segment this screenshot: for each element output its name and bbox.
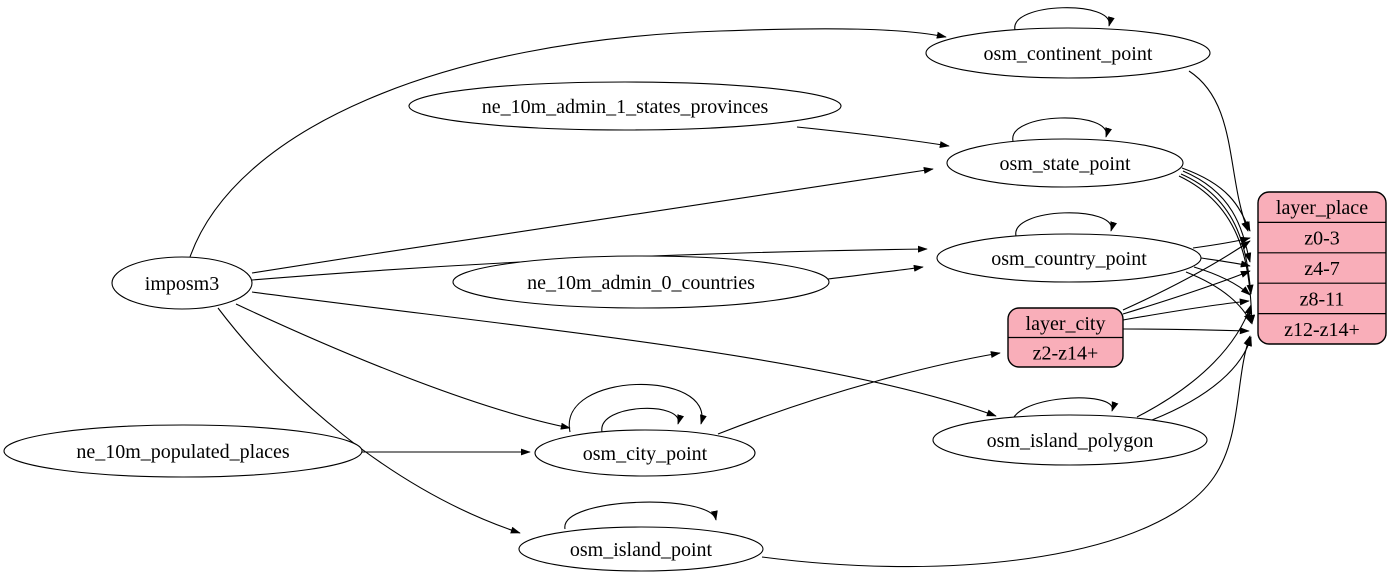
- edge-osm_island_polygon-to-layer_place-z8-11: [1136, 304, 1252, 418]
- node-label-ne_10m_populated_places: ne_10m_populated_places: [76, 441, 289, 463]
- edge-layer_city-to-layer_place-z0-3: [1122, 240, 1251, 311]
- edge-osm_country_point-to-layer_place-z8-11: [1193, 266, 1251, 296]
- node-shape-osm_city_point: [534, 429, 756, 477]
- node-ne_10m_admin_0_countries: ne_10m_admin_0_countries: [452, 255, 830, 309]
- edge-osm_city_point-to-layer_city-z2-z14+: [717, 351, 1001, 435]
- edge-osm_state_point-to-layer_place-z4-7: [1182, 170, 1252, 263]
- record-box-layer_place: [1257, 191, 1387, 345]
- node-shape-osm_island_point: [518, 526, 764, 572]
- node-label-osm_island_point: osm_island_point: [570, 539, 713, 561]
- node-shape-imposm3: [111, 256, 253, 310]
- self-loop-osm_city_point-e13: [601, 407, 684, 433]
- record-row-layer_place-z12-z14+: z12-z14+: [1284, 319, 1360, 341]
- node-label-osm_island_polygon: osm_island_polygon: [987, 430, 1154, 452]
- node-label-osm_city_point: osm_city_point: [583, 443, 708, 465]
- node-ne_10m_populated_places: ne_10m_populated_places: [3, 424, 363, 478]
- edge-imposm3-to-osm_city_point: [235, 303, 571, 430]
- node-shape-ne_10m_populated_places: [3, 424, 363, 478]
- edge-osm_island_point-to-layer_place-z12-z14+: [761, 335, 1251, 568]
- edge-osm_state_point-to-layer_place-z8-11: [1180, 173, 1254, 295]
- edge-imposm3-to-osm_continent_point: [189, 28, 947, 258]
- node-ne_10m_admin_1_states_provinces: ne_10m_admin_1_states_provinces: [408, 81, 842, 131]
- node-osm_country_point: osm_country_point: [936, 233, 1202, 283]
- self-loop-osm_city_point-e14: [568, 383, 707, 433]
- node-osm_island_polygon: osm_island_polygon: [932, 414, 1208, 466]
- self-loop-osm_country_point-e12: [1015, 212, 1118, 237]
- node-shape-osm_island_polygon: [932, 414, 1208, 466]
- node-shape-ne_10m_admin_1_states_provinces: [408, 81, 842, 131]
- record-title-layer_place: layer_place: [1276, 197, 1368, 219]
- edge-osm_continent_point-to-layer_place-z0-3: [1188, 70, 1249, 232]
- node-label-ne_10m_admin_1_states_provinces: ne_10m_admin_1_states_provinces: [482, 96, 769, 118]
- node-label-ne_10m_admin_0_countries: ne_10m_admin_0_countries: [527, 272, 755, 294]
- node-label-osm_country_point: osm_country_point: [991, 248, 1147, 270]
- self-loop-osm_continent_point-e10: [1014, 7, 1115, 31]
- node-shape-osm_continent_point: [925, 27, 1211, 79]
- node-shape-osm_country_point: [936, 233, 1202, 283]
- record-title-layer_city: layer_city: [1026, 313, 1106, 335]
- edge-osm_country_point-to-layer_place-z0-3: [1192, 236, 1251, 249]
- edge-imposm3-to-osm_island_polygon: [251, 291, 997, 417]
- node-label-osm_continent_point: osm_continent_point: [984, 43, 1153, 65]
- edge-ne_10m_admin_1_states_provinces-to-osm_state_point: [796, 126, 950, 149]
- edge-layer_city-to-layer_place-z4-7: [1122, 270, 1251, 315]
- node-osm_island_point: osm_island_point: [518, 526, 764, 572]
- node-label-imposm3: imposm3: [145, 273, 219, 295]
- node-shape-osm_state_point: [946, 138, 1184, 188]
- record-row-layer_place-z4-7: z4-7: [1304, 258, 1340, 280]
- node-osm_state_point: osm_state_point: [946, 138, 1184, 188]
- edge-osm_country_point-to-layer_place-z4-7: [1200, 257, 1251, 268]
- edge-imposm3-to-osm_island_point: [217, 307, 521, 534]
- edge-layer_city-to-layer_place-z12-z14+: [1122, 327, 1250, 335]
- edge-osm_state_point-to-layer_place-z0-3: [1181, 167, 1251, 232]
- self-loop-osm_island_point-e16: [564, 501, 718, 530]
- edge-layer_city-to-layer_place-z8-11: [1122, 298, 1250, 321]
- nodes-layer: imposm3 ne_10m_admin_1_states_provincesne…: [3, 27, 1387, 572]
- self-loop-osm_state_point-e11: [1012, 117, 1112, 142]
- node-osm_continent_point: osm_continent_point: [925, 27, 1211, 79]
- node-imposm3: imposm3: [111, 256, 253, 310]
- edges-layer: [189, 7, 1256, 568]
- edge-osm_island_polygon-to-layer_place-z12-z14+: [1151, 336, 1252, 421]
- record-row-layer_place-z8-11: z8-11: [1300, 288, 1345, 310]
- record-row-layer_city-z2-z14+: z2-z14+: [1033, 342, 1099, 364]
- node-osm_city_point: osm_city_point: [534, 429, 756, 477]
- node-shape-ne_10m_admin_0_countries: [452, 255, 830, 309]
- edge-ne_10m_admin_0_countries-to-osm_country_point: [827, 264, 924, 280]
- node-label-osm_state_point: osm_state_point: [999, 153, 1131, 175]
- edge-osm_country_point-to-layer_place-z12-z14+: [1185, 271, 1252, 324]
- node-layer_city: layer_city z2-z14+: [1007, 307, 1124, 368]
- node-layer_place: layer_place z0-3 z4-7 z8-11 z12-z14+: [1257, 191, 1387, 345]
- record-row-layer_place-z0-3: z0-3: [1304, 228, 1340, 250]
- edge-imposm3-to-osm_state_point: [251, 167, 934, 274]
